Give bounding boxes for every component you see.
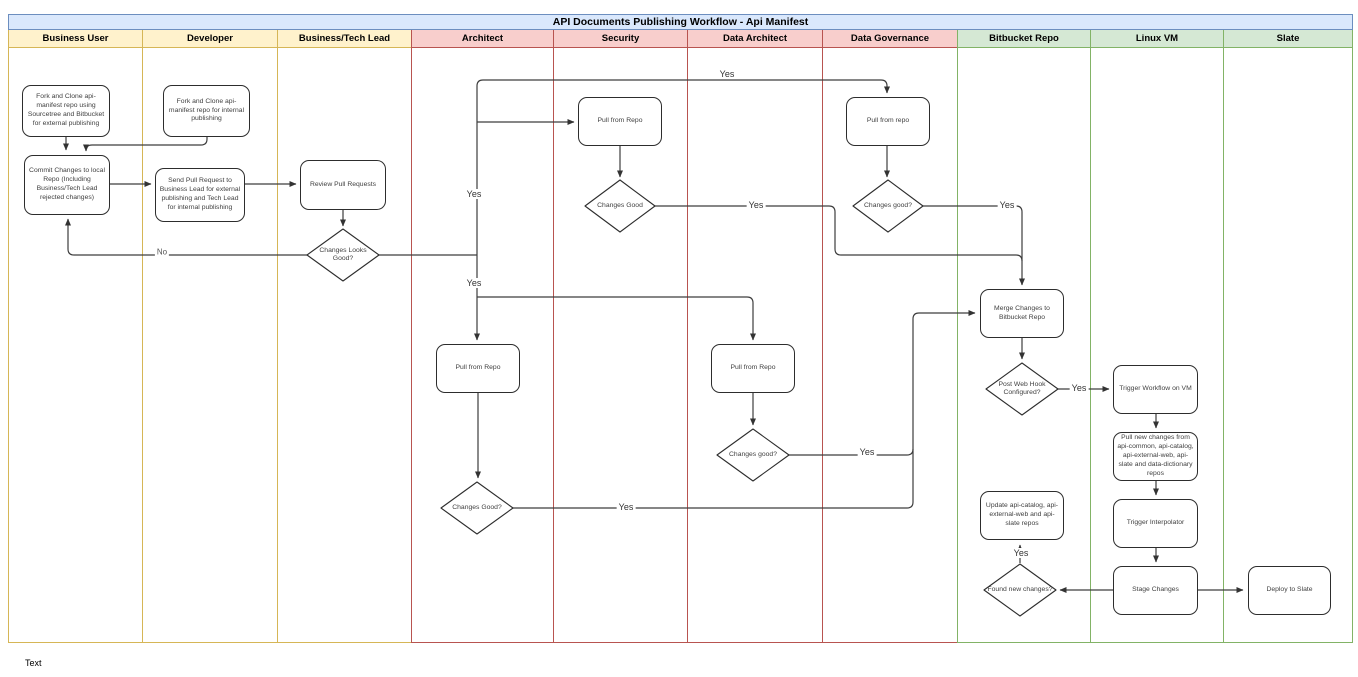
- lane-header-bitbucket-repo[interactable]: Bitbucket Repo: [958, 30, 1090, 48]
- decision-changes-looks-good[interactable]: [306, 228, 380, 282]
- stray-text-label[interactable]: Text: [25, 658, 42, 668]
- edge-label-yes-architect: Yes: [616, 502, 636, 512]
- node-architect-pull[interactable]: Pull from Repo: [436, 344, 520, 393]
- node-fork-external[interactable]: Fork and Clone api-manifest repo using S…: [22, 85, 110, 137]
- edge-label-yes-da: Yes: [857, 447, 877, 457]
- edge-label-yes-found-new: Yes: [1011, 548, 1031, 558]
- lane-header-data-governance[interactable]: Data Governance: [823, 30, 957, 48]
- lane-business-tech-lead[interactable]: Business/Tech Lead: [277, 29, 412, 643]
- decision-post-web-hook[interactable]: [985, 362, 1059, 416]
- node-data-governance-pull[interactable]: Pull from repo: [846, 97, 930, 146]
- node-security-pull[interactable]: Pull from Repo: [578, 97, 662, 146]
- edge-label-yes-up: Yes: [464, 189, 484, 199]
- decision-da-changes-good[interactable]: [716, 428, 790, 482]
- lane-header-security[interactable]: Security: [554, 30, 687, 48]
- edge-fork-internal-to-commit: [83, 137, 208, 152]
- decision-architect-changes-good[interactable]: [440, 481, 514, 535]
- lane-header-business-user[interactable]: Business User: [9, 30, 142, 48]
- edge-yes-to-da-pull: [477, 296, 756, 341]
- edge-architect-yes-to-merge: [513, 310, 976, 509]
- edge-da-yes-join: [789, 448, 914, 456]
- edge-looks-good-no: [65, 218, 307, 256]
- edge-label-no: No: [154, 247, 170, 257]
- edge-label-yes-top: Yes: [717, 69, 737, 79]
- lane-header-developer[interactable]: Developer: [143, 30, 277, 48]
- node-commit-changes[interactable]: Commit Changes to local Repo (Including …: [24, 155, 110, 215]
- node-review-pull-requests[interactable]: Review Pull Requests: [300, 160, 386, 210]
- edge-label-yes-webhook: Yes: [1069, 383, 1089, 393]
- node-fork-internal[interactable]: Fork and Clone api-manifest repo for int…: [163, 85, 250, 137]
- lane-header-business-tech-lead[interactable]: Business/Tech Lead: [278, 30, 411, 48]
- decision-dg-changes-good[interactable]: [852, 179, 924, 233]
- node-stage-changes[interactable]: Stage Changes: [1113, 566, 1198, 615]
- pool-title[interactable]: API Documents Publishing Workflow - Api …: [8, 14, 1353, 30]
- node-update-repos[interactable]: Update api-catalog, api-external-web and…: [980, 491, 1064, 540]
- decision-security-changes-good[interactable]: [584, 179, 656, 233]
- lane-header-linux-vm[interactable]: Linux VM: [1091, 30, 1223, 48]
- edge-dg-yes-to-merge: [923, 205, 1025, 286]
- lane-header-architect[interactable]: Architect: [412, 30, 553, 48]
- edge-security-yes-to-merge: [655, 205, 1023, 262]
- edge-label-yes-dg: Yes: [997, 200, 1017, 210]
- decision-found-new-changes[interactable]: [983, 563, 1057, 617]
- node-deploy-to-slate[interactable]: Deploy to Slate: [1248, 566, 1331, 615]
- node-send-pull-request[interactable]: Send Pull Request to Business Lead for e…: [155, 168, 245, 222]
- edge-label-yes-down: Yes: [464, 278, 484, 288]
- lane-architect[interactable]: Architect: [411, 29, 554, 643]
- node-trigger-workflow[interactable]: Trigger Workflow on VM: [1113, 365, 1198, 414]
- node-data-architect-pull[interactable]: Pull from Repo: [711, 344, 795, 393]
- lane-header-data-architect[interactable]: Data Architect: [688, 30, 822, 48]
- node-pull-new-changes[interactable]: Pull new changes from api-common, api-ca…: [1113, 432, 1198, 481]
- lane-slate[interactable]: Slate: [1223, 29, 1353, 643]
- node-merge-changes[interactable]: Merge Changes to Bitbucket Repo: [980, 289, 1064, 338]
- edge-yes-up-to-dg-pull: [476, 79, 890, 255]
- node-trigger-interpolator[interactable]: Trigger Interpolator: [1113, 499, 1198, 548]
- edge-label-yes-security: Yes: [746, 200, 766, 210]
- lane-header-slate[interactable]: Slate: [1224, 30, 1352, 48]
